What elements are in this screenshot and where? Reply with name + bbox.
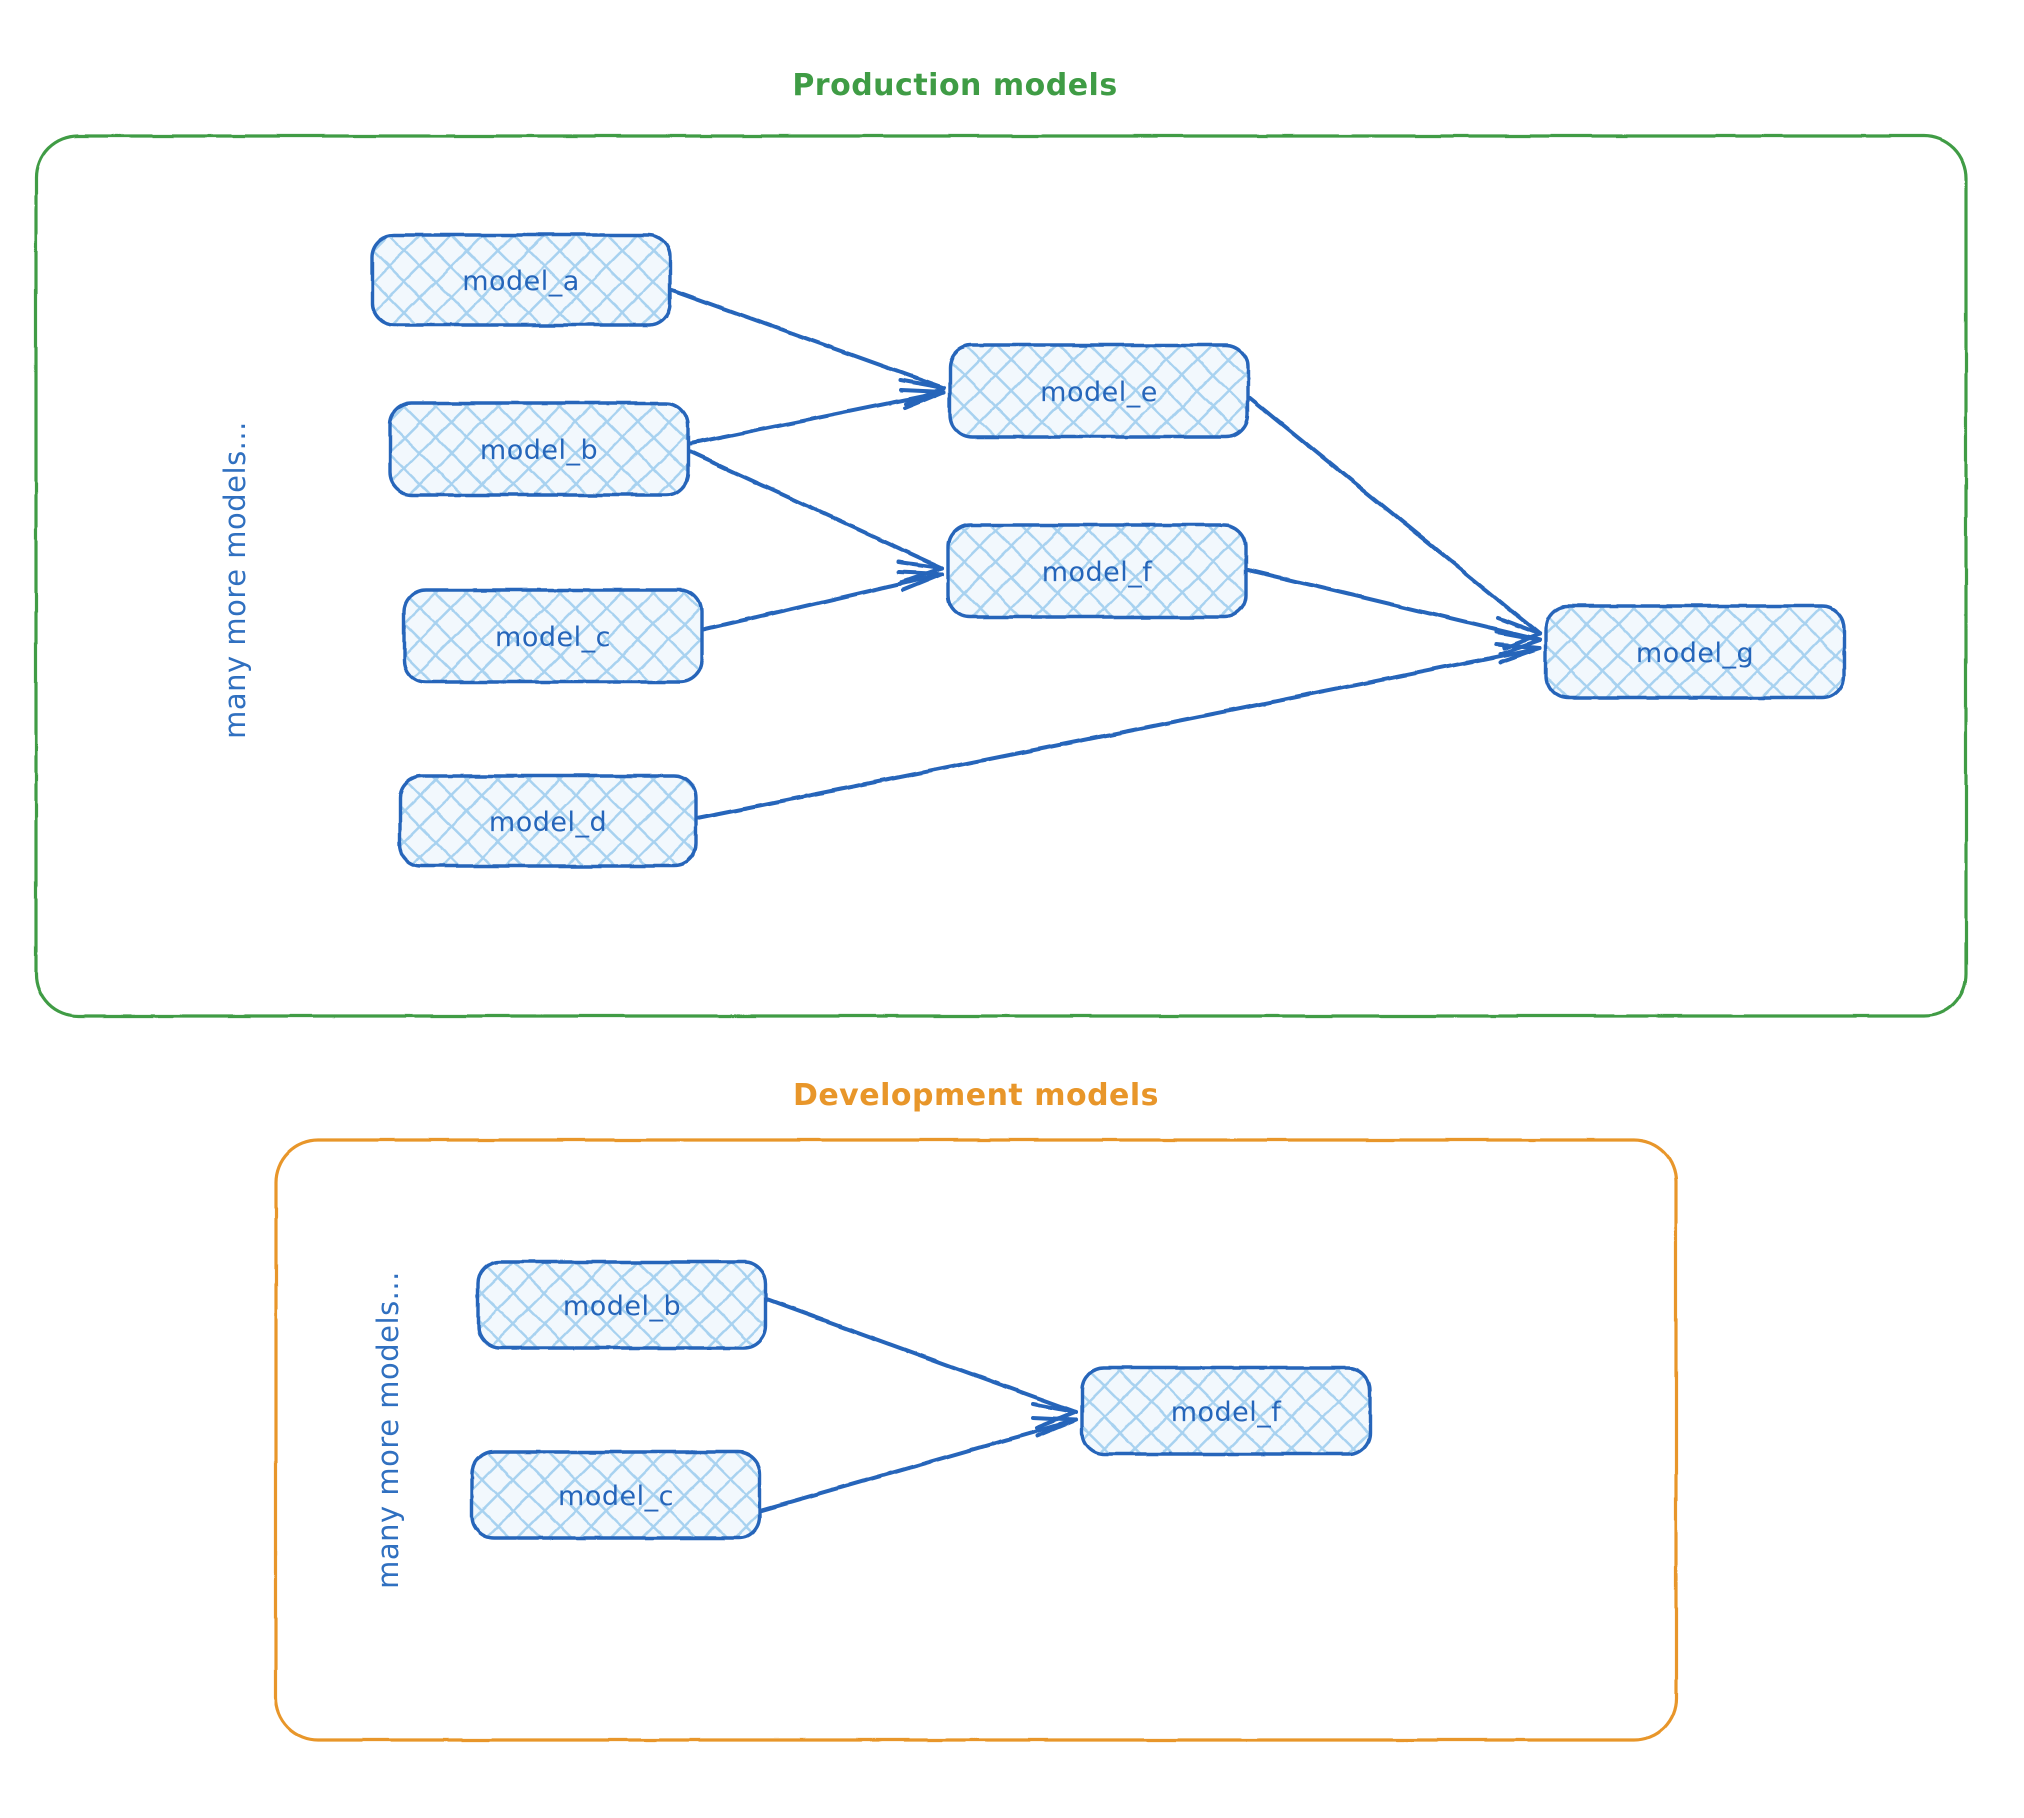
- node-model_d[interactable]: model_d: [398, 774, 698, 868]
- node-model_d-shape[interactable]: [398, 774, 698, 868]
- production-group-title: Production models: [792, 68, 1117, 103]
- node-model_c-label: model_c: [495, 622, 611, 653]
- node-model_f-shape[interactable]: [946, 523, 1248, 619]
- node-model_f[interactable]: model_f: [946, 523, 1248, 619]
- node-model_g[interactable]: model_g: [1544, 604, 1846, 700]
- group-production: Production models many more models...: [34, 68, 1968, 1018]
- node-dev-model_b-shape[interactable]: [476, 1260, 768, 1350]
- development-group-title: Development models: [793, 1078, 1159, 1113]
- node-model_a[interactable]: model_a: [370, 233, 672, 327]
- edge-model_b-to-model_e: [688, 388, 946, 446]
- production-group-frame: [34, 134, 1968, 1018]
- edge-model_a-to-model_e: [670, 288, 946, 406]
- edge-model_b-to-model_f: [688, 450, 944, 584]
- node-model_g-label: model_g: [1636, 638, 1754, 669]
- node-dev-model_f-shape[interactable]: [1080, 1366, 1372, 1456]
- development-group-frame: [274, 1138, 1678, 1742]
- node-model_f-label: model_f: [1042, 557, 1154, 588]
- node-dev-model_b[interactable]: model_b: [476, 1260, 768, 1350]
- node-model_e[interactable]: model_e: [948, 343, 1250, 439]
- node-model_b-label: model_b: [480, 435, 598, 466]
- node-dev-model_f-label: model_f: [1171, 1397, 1283, 1428]
- node-model_c-shape[interactable]: [402, 588, 704, 684]
- group-development: Development models many more models...: [274, 1078, 1678, 1742]
- node-model_d-label: model_d: [489, 807, 607, 838]
- node-model_b-shape[interactable]: [388, 401, 690, 497]
- edge-dev-model_c-to-model_f: [760, 1416, 1078, 1512]
- node-dev-model_f[interactable]: model_f: [1080, 1366, 1372, 1456]
- edge-model_e-to-model_g: [1248, 396, 1542, 650]
- edge-model_c-to-model_f: [701, 570, 944, 632]
- node-dev-model_c[interactable]: model_c: [470, 1450, 762, 1540]
- node-dev-model_c-shape[interactable]: [470, 1450, 762, 1540]
- node-model_e-label: model_e: [1040, 377, 1158, 408]
- production-many-more-models-label: many more models...: [218, 421, 252, 739]
- node-dev-model_b-label: model_b: [563, 1291, 681, 1322]
- node-model_g-shape[interactable]: [1544, 604, 1846, 700]
- node-model_c[interactable]: model_c: [402, 588, 704, 684]
- node-model_e-shape[interactable]: [948, 343, 1250, 439]
- development-many-more-models-label: many more models...: [371, 1271, 405, 1589]
- node-model_b[interactable]: model_b: [388, 401, 690, 497]
- node-model_a-shape[interactable]: [370, 233, 672, 327]
- edge-model_f-to-model_g: [1246, 568, 1542, 656]
- edge-dev-model_b-to-model_f: [766, 1298, 1078, 1430]
- edge-model_d-to-model_g: [695, 642, 1542, 820]
- production-edges: [670, 288, 1542, 820]
- node-model_a-label: model_a: [462, 266, 580, 297]
- development-edges: [760, 1298, 1078, 1512]
- node-dev-model_c-label: model_c: [558, 1481, 674, 1512]
